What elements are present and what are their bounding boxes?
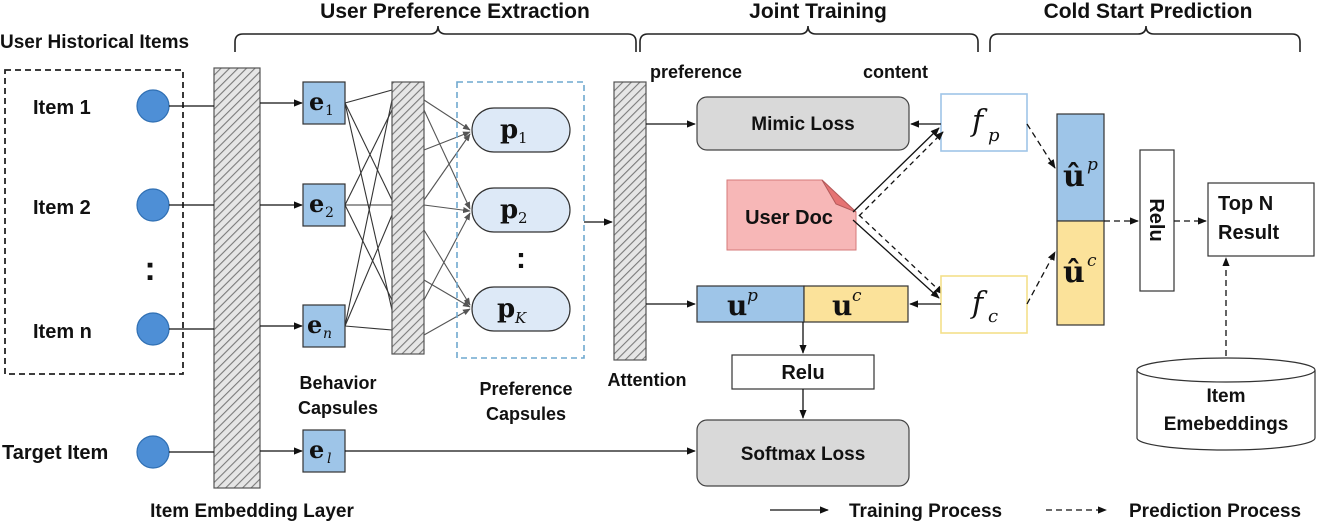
- fc-sub: c: [988, 306, 998, 327]
- pk-base: p: [497, 294, 515, 324]
- uhat-c-base: û: [1063, 255, 1085, 290]
- arrow-fp-uhatp: [1026, 123, 1056, 169]
- behavior-capsule-e2: e 2: [302, 183, 346, 227]
- preference-label: preference: [650, 62, 742, 82]
- p2-base: p: [500, 195, 518, 225]
- softmax-loss-label: Softmax Loss: [741, 444, 866, 465]
- softmax-loss-box: Softmax Loss: [696, 419, 910, 487]
- behavior-capsules-label-1: Behavior: [299, 373, 376, 393]
- preference-capsule-p2: p 2: [471, 187, 571, 233]
- e2-sub: 2: [325, 205, 334, 221]
- e1-sub: 1: [325, 103, 334, 119]
- item-n-label: Item n: [33, 321, 92, 343]
- en-sub: n: [323, 326, 332, 342]
- up-uc-concat: u p u c: [696, 285, 909, 323]
- attention-layer: [613, 81, 647, 361]
- mimic-loss-label: Mimic Loss: [751, 114, 854, 135]
- fc-box: f c: [940, 275, 1028, 334]
- legend-training-label: Training Process: [849, 501, 1002, 522]
- item-1-node: [136, 89, 170, 123]
- section-joint-training: Joint Training: [749, 0, 887, 23]
- behavior-routing-links: [344, 89, 393, 331]
- historical-items-box: [4, 69, 184, 375]
- top-n-result-box: Top N Result: [1207, 182, 1315, 257]
- uc-base: u: [832, 289, 852, 322]
- item-embedding-layer: [213, 67, 261, 489]
- arrow-doc-fp-predict: [858, 131, 944, 217]
- top-n-line2: Result: [1218, 222, 1279, 244]
- en-base: e: [307, 310, 322, 339]
- user-historical-items-label: User Historical Items: [0, 32, 189, 53]
- preference-capsule-p1: p 1: [471, 107, 571, 153]
- brace-cold-start: [989, 25, 1301, 52]
- section-user-preference-extraction: User Preference Extraction: [320, 0, 590, 23]
- content-label: content: [863, 62, 928, 82]
- target-capsule-el: e l: [302, 429, 346, 473]
- uc-cell: [803, 285, 909, 323]
- uhat-c-sup: c: [1087, 251, 1097, 271]
- preference-capsules-box: [456, 81, 585, 359]
- uhat-p-cell: [1056, 113, 1105, 222]
- section-cold-start-prediction: Cold Start Prediction: [1044, 0, 1253, 23]
- preference-capsules-label-2: Capsules: [486, 404, 566, 424]
- arrow-fc-uhatc: [1026, 251, 1056, 305]
- preference-capsule-pk: p K: [471, 286, 571, 332]
- el-base: e: [309, 435, 324, 464]
- brace-joint-training: [639, 25, 979, 52]
- item-embeddings-db: Item Emebeddings: [1136, 357, 1316, 451]
- uhat-p-base: û: [1063, 159, 1085, 194]
- relu-cold-box: Relu: [1139, 149, 1175, 292]
- item-n-node: [136, 312, 170, 346]
- target-item-label: Target Item: [2, 442, 108, 464]
- relu-joint-label: Relu: [781, 362, 824, 384]
- top-n-line1: Top N: [1218, 193, 1273, 215]
- item-2-label: Item 2: [33, 197, 91, 219]
- arrow-doc-fc-train: [852, 219, 940, 299]
- uhat-concat: û p û c: [1056, 113, 1105, 326]
- attention-label: Attention: [608, 370, 687, 390]
- uhat-c-cell: [1056, 220, 1105, 326]
- item-1-label: Item 1: [33, 97, 91, 119]
- item-emb-line2: Emebeddings: [1164, 414, 1289, 435]
- mimic-loss-box: Mimic Loss: [696, 96, 910, 151]
- el-sub: l: [327, 451, 331, 467]
- items-ellipsis: :: [144, 250, 155, 288]
- arrow-doc-fp-train: [852, 127, 940, 213]
- routing-preference-links: [423, 99, 471, 336]
- target-item-node: [136, 435, 170, 469]
- p1-sub: 1: [518, 129, 528, 147]
- legend-prediction-label: Prediction Process: [1129, 501, 1301, 522]
- relu-joint-box: Relu: [731, 354, 875, 390]
- fp-sub: p: [988, 125, 1000, 146]
- e2-base: e: [309, 189, 324, 218]
- user-doc-label: User Doc: [745, 207, 833, 229]
- behavior-capsules-label-2: Capsules: [298, 398, 378, 418]
- preference-capsules-label-1: Preference: [479, 379, 572, 399]
- item-embedding-layer-label: Item Embedding Layer: [150, 501, 354, 522]
- behavior-capsule-en: e n: [302, 304, 346, 348]
- p1-base: p: [500, 115, 518, 145]
- uhat-p-sup: p: [1087, 155, 1098, 175]
- p2-sub: 2: [518, 209, 528, 227]
- preference-ellipsis: :: [516, 242, 526, 275]
- arrow-doc-fc-predict: [858, 214, 944, 295]
- up-sup: p: [747, 286, 758, 306]
- user-doc: User Doc: [726, 179, 857, 251]
- uc-sup: c: [852, 286, 862, 306]
- item-2-node: [136, 188, 170, 222]
- item-emb-line1: Item: [1206, 386, 1245, 407]
- e1-base: e: [309, 87, 324, 116]
- pk-sub: K: [514, 309, 527, 327]
- up-base: u: [727, 289, 747, 322]
- behavior-capsule-e1: e 1: [302, 81, 346, 125]
- fp-box: f p: [940, 93, 1028, 152]
- relu-cold-label: Relu: [1145, 198, 1167, 241]
- routing-layer: [391, 81, 425, 355]
- brace-user-preference: [234, 25, 637, 52]
